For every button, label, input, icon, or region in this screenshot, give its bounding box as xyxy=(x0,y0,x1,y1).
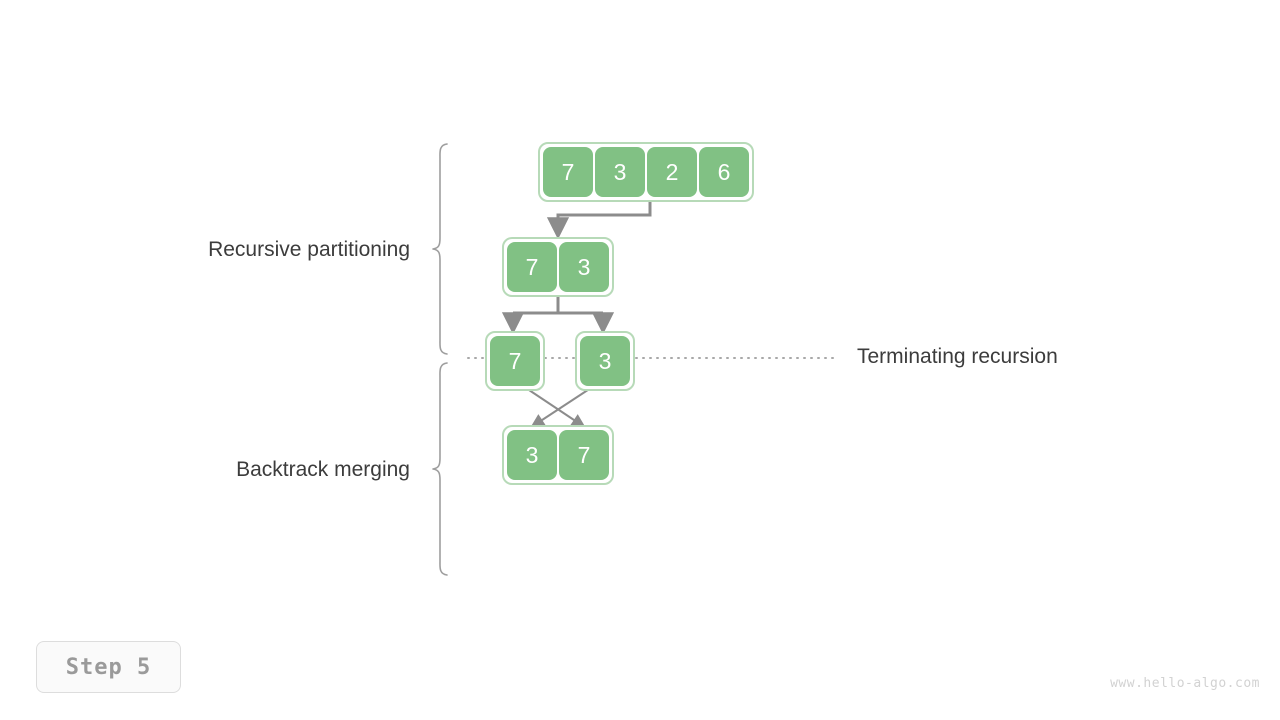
brace-recursive-partitioning xyxy=(432,143,448,355)
leaf-array-right: 3 xyxy=(575,331,635,391)
label-backtrack-merging: Backtrack merging xyxy=(236,458,410,481)
array-cell: 7 xyxy=(543,147,593,197)
array-cell: 3 xyxy=(580,336,630,386)
left-half-array: 7 3 xyxy=(502,237,614,297)
root-array: 7 3 2 6 xyxy=(538,142,754,202)
array-cell: 6 xyxy=(699,147,749,197)
merged-array: 3 7 xyxy=(502,425,614,485)
array-cell: 3 xyxy=(507,430,557,480)
step-badge-label: Step 5 xyxy=(65,654,152,680)
array-cell: 2 xyxy=(647,147,697,197)
array-cell: 7 xyxy=(490,336,540,386)
array-cell: 3 xyxy=(595,147,645,197)
array-cell: 3 xyxy=(559,242,609,292)
label-terminating-recursion: Terminating recursion xyxy=(857,345,1058,368)
step-badge: Step 5 xyxy=(36,641,181,693)
array-cell: 7 xyxy=(507,242,557,292)
array-cell: 7 xyxy=(559,430,609,480)
label-recursive-partitioning: Recursive partitioning xyxy=(208,238,410,261)
leaf-array-left: 7 xyxy=(485,331,545,391)
watermark: www.hello-algo.com xyxy=(1110,676,1260,691)
brace-backtrack-merging xyxy=(432,362,448,576)
